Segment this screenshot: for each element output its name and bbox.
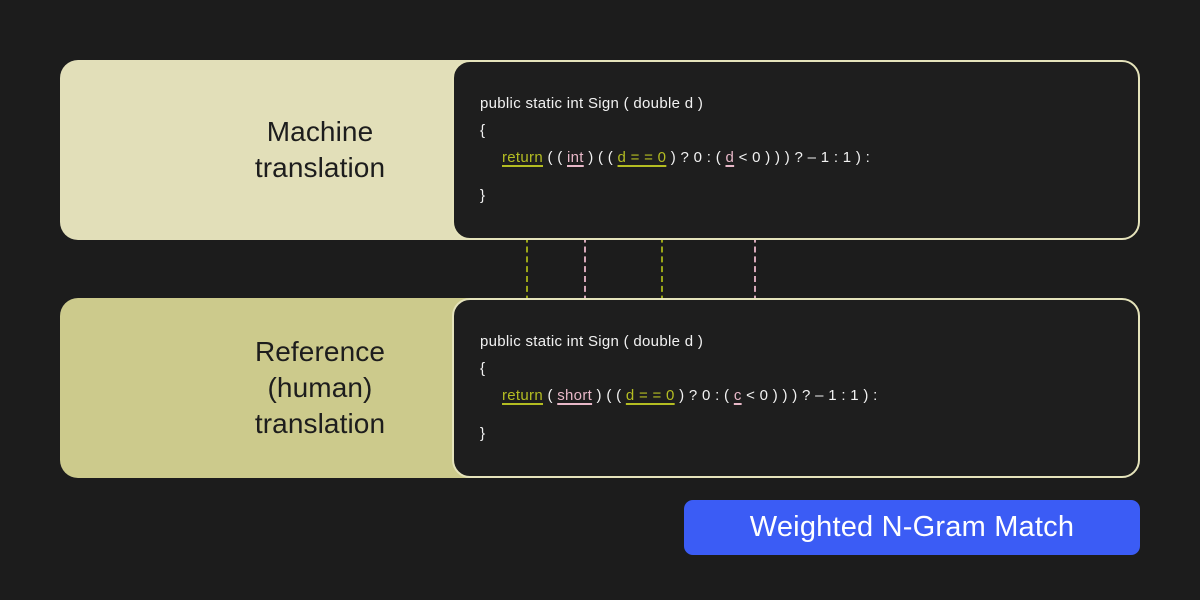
- code-line-signature: public static int Sign ( double d ): [480, 333, 704, 350]
- token-after-return: (: [543, 387, 558, 404]
- token-type-cast: short: [557, 387, 593, 404]
- token-condition-equals: d = = 0: [625, 387, 675, 404]
- weighted-ngram-match-badge: Weighted N-Gram Match: [684, 500, 1140, 555]
- token-after-cast: ) ( (: [583, 149, 618, 166]
- token-after-condition: ) ? 0 : (: [666, 149, 726, 166]
- code-line-spacer: [480, 171, 1112, 182]
- code-line-open-brace: {: [480, 122, 486, 139]
- token-after-cast: ) ( (: [592, 387, 626, 404]
- weighted-ngram-match-label: Weighted N-Gram Match: [749, 511, 1075, 543]
- code-line-return-statement: return ( short ) ( ( d = = 0 ) ? 0 : ( c…: [480, 382, 1112, 409]
- label-machine-translation-text: Machine translation: [254, 116, 386, 183]
- code-panel-machine-translation: public static int Sign ( double d ) { re…: [452, 60, 1140, 240]
- token-type-cast: int: [567, 149, 584, 166]
- code-line-signature: public static int Sign ( double d ): [480, 95, 704, 112]
- code-line-close-brace: }: [480, 425, 486, 442]
- token-tail: < 0 ) ) ) ? – 1 : 1 ) :: [734, 149, 871, 166]
- token-tail: < 0 ) ) ) ? – 1 : 1 ) :: [741, 387, 878, 404]
- token-return-keyword: return: [502, 149, 543, 166]
- token-after-condition: ) ? 0 : (: [674, 387, 734, 404]
- token-return-keyword: return: [502, 387, 543, 404]
- code-line-open-brace: {: [480, 360, 486, 377]
- code-line-spacer: [480, 409, 1112, 420]
- token-variable-compare: c: [733, 387, 742, 404]
- code-panel-reference-translation: public static int Sign ( double d ) { re…: [452, 298, 1140, 478]
- code-line-return-statement: return ( ( int ) ( ( d = = 0 ) ? 0 : ( d…: [480, 144, 1112, 171]
- code-line-close-brace: }: [480, 187, 486, 204]
- token-after-return: ( (: [543, 149, 567, 166]
- token-variable-compare: d: [725, 149, 735, 166]
- label-reference-translation-text: Reference (human) translation: [254, 336, 386, 439]
- token-condition-equals: d = = 0: [617, 149, 667, 166]
